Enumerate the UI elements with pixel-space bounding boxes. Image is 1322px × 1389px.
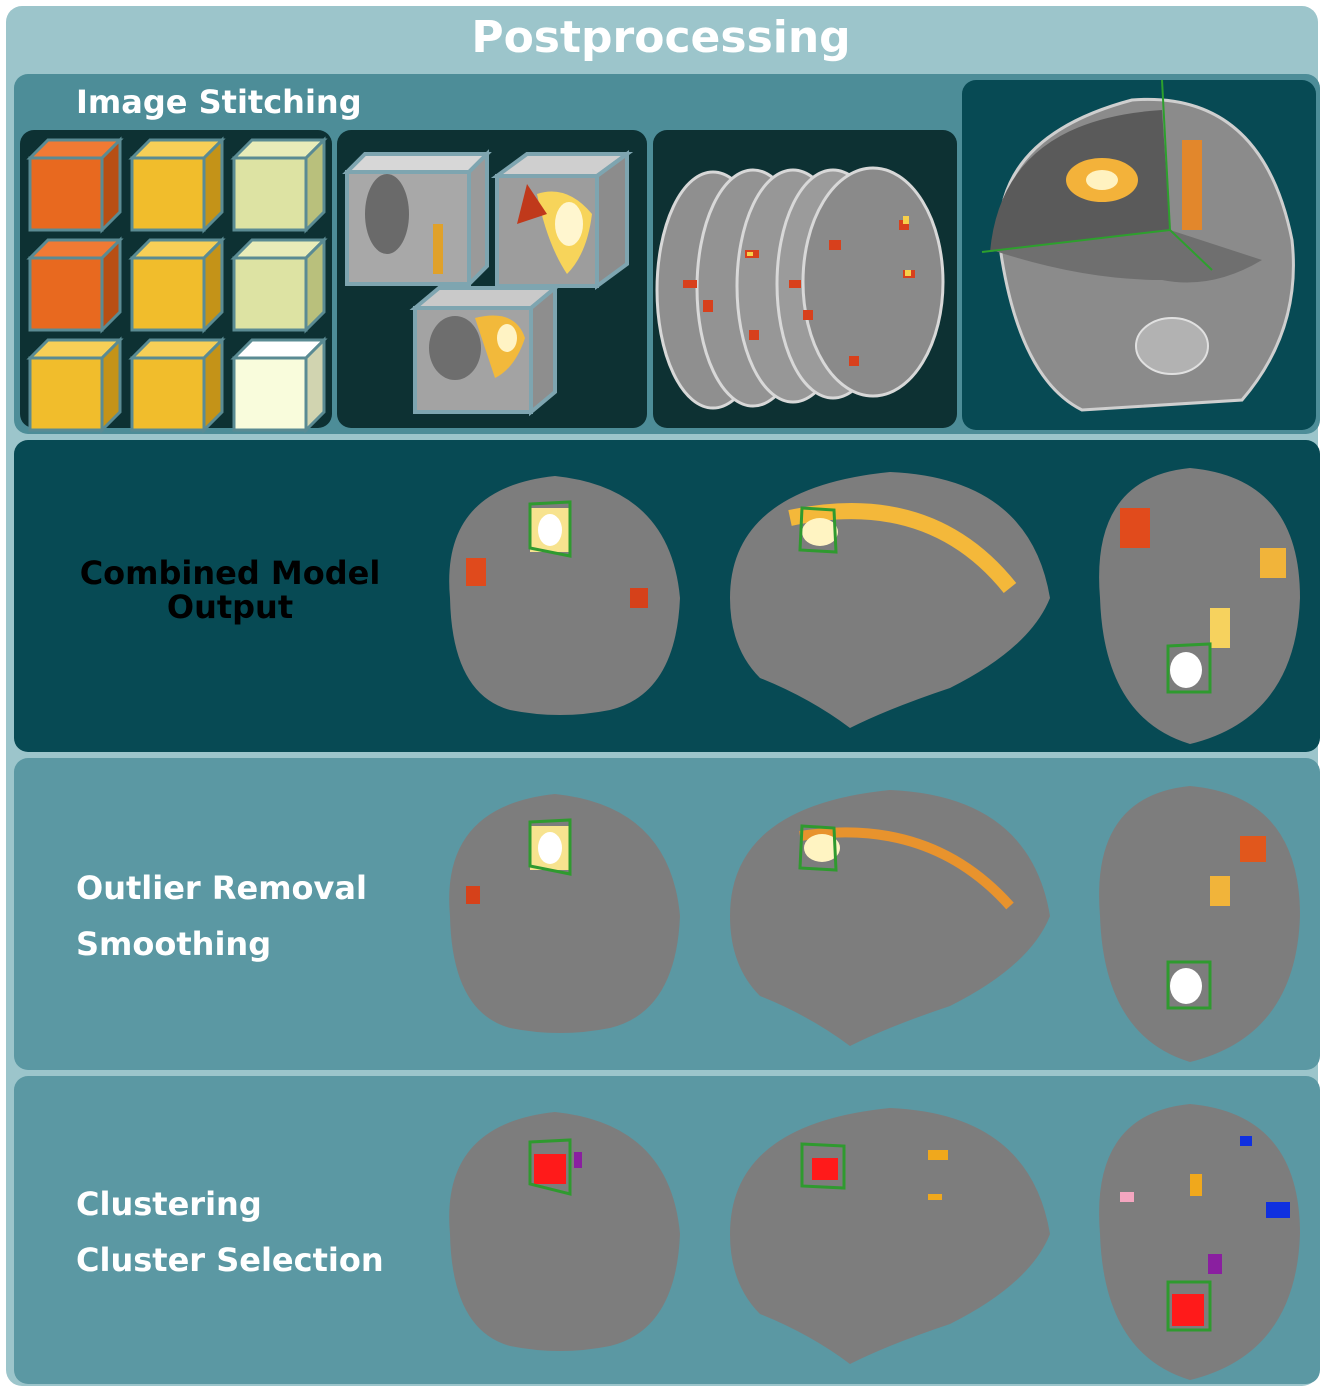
combined-brain-slices (430, 448, 1320, 748)
axial-slice (1099, 1104, 1300, 1380)
image-stitching-title: Image Stitching (76, 80, 362, 124)
cluster-brain-slices (430, 1084, 1320, 1384)
cube-grid-box (20, 130, 332, 428)
head-render-box (962, 80, 1316, 430)
outlier-removal-line1: Outlier Removal (76, 860, 367, 916)
outlier-removal-line2: Smoothing (76, 916, 367, 972)
cube-gold (132, 140, 222, 230)
mri-cube-1 (347, 154, 487, 284)
stacked-slices-box (653, 130, 957, 428)
cube-pale (234, 240, 324, 330)
mri-cubes-illustration (337, 130, 647, 428)
mri-cube-2 (497, 154, 627, 286)
mri-cubes-box (337, 130, 647, 428)
outlier-removal-label: Outlier Removal Smoothing (76, 860, 367, 972)
sagittal-slice (730, 1108, 1050, 1364)
cube-grid (20, 130, 332, 428)
outlier-brain-slices (430, 766, 1320, 1066)
coronal-slice (449, 476, 680, 715)
clustering-label: Clustering Cluster Selection (76, 1176, 384, 1288)
cube-white (234, 340, 324, 430)
stacked-slices-illustration (653, 130, 957, 428)
clustering-line2: Cluster Selection (76, 1232, 384, 1288)
cube-gold (132, 340, 222, 430)
main-title: Postprocessing (0, 6, 1322, 70)
combined-model-line1: Combined Model (40, 556, 420, 590)
cube-gold (132, 240, 222, 330)
axial-slice (1099, 468, 1300, 744)
coronal-slice (449, 1112, 680, 1351)
axial-slice (1099, 786, 1300, 1062)
mri-cube-3 (415, 288, 555, 412)
cube-orange (30, 140, 120, 230)
combined-model-output-label: Combined Model Output (40, 556, 420, 624)
clustering-line1: Clustering (76, 1176, 384, 1232)
cube-gold (30, 340, 120, 430)
sagittal-slice (730, 790, 1050, 1046)
cube-pale (234, 140, 324, 230)
combined-model-line2: Output (40, 590, 420, 624)
coronal-slice (449, 794, 680, 1033)
cube-orange (30, 240, 120, 330)
head-render-illustration (962, 80, 1316, 430)
sagittal-slice (730, 472, 1050, 728)
